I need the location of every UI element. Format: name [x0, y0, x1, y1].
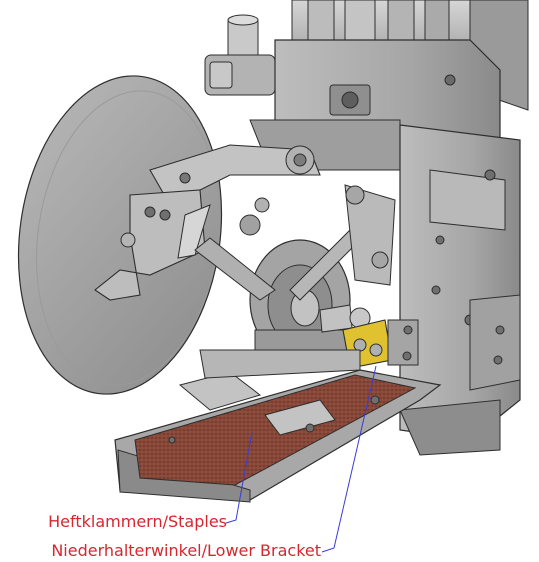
staples-leader-line [225, 431, 253, 524]
main-housing [399, 124, 521, 456]
air-fitting [204, 14, 276, 96]
leader-lines [225, 365, 377, 553]
left-bracket [94, 189, 211, 301]
staple-magazine [114, 349, 442, 503]
lower-bracket-callout-label: Niederhalterwinkel/Lower Bracket [51, 541, 321, 560]
staples-callout-label: Heftklammern/Staples [48, 512, 227, 531]
linkage [194, 184, 396, 333]
upper-block [249, 39, 501, 171]
bracket-leader-line [321, 365, 377, 553]
